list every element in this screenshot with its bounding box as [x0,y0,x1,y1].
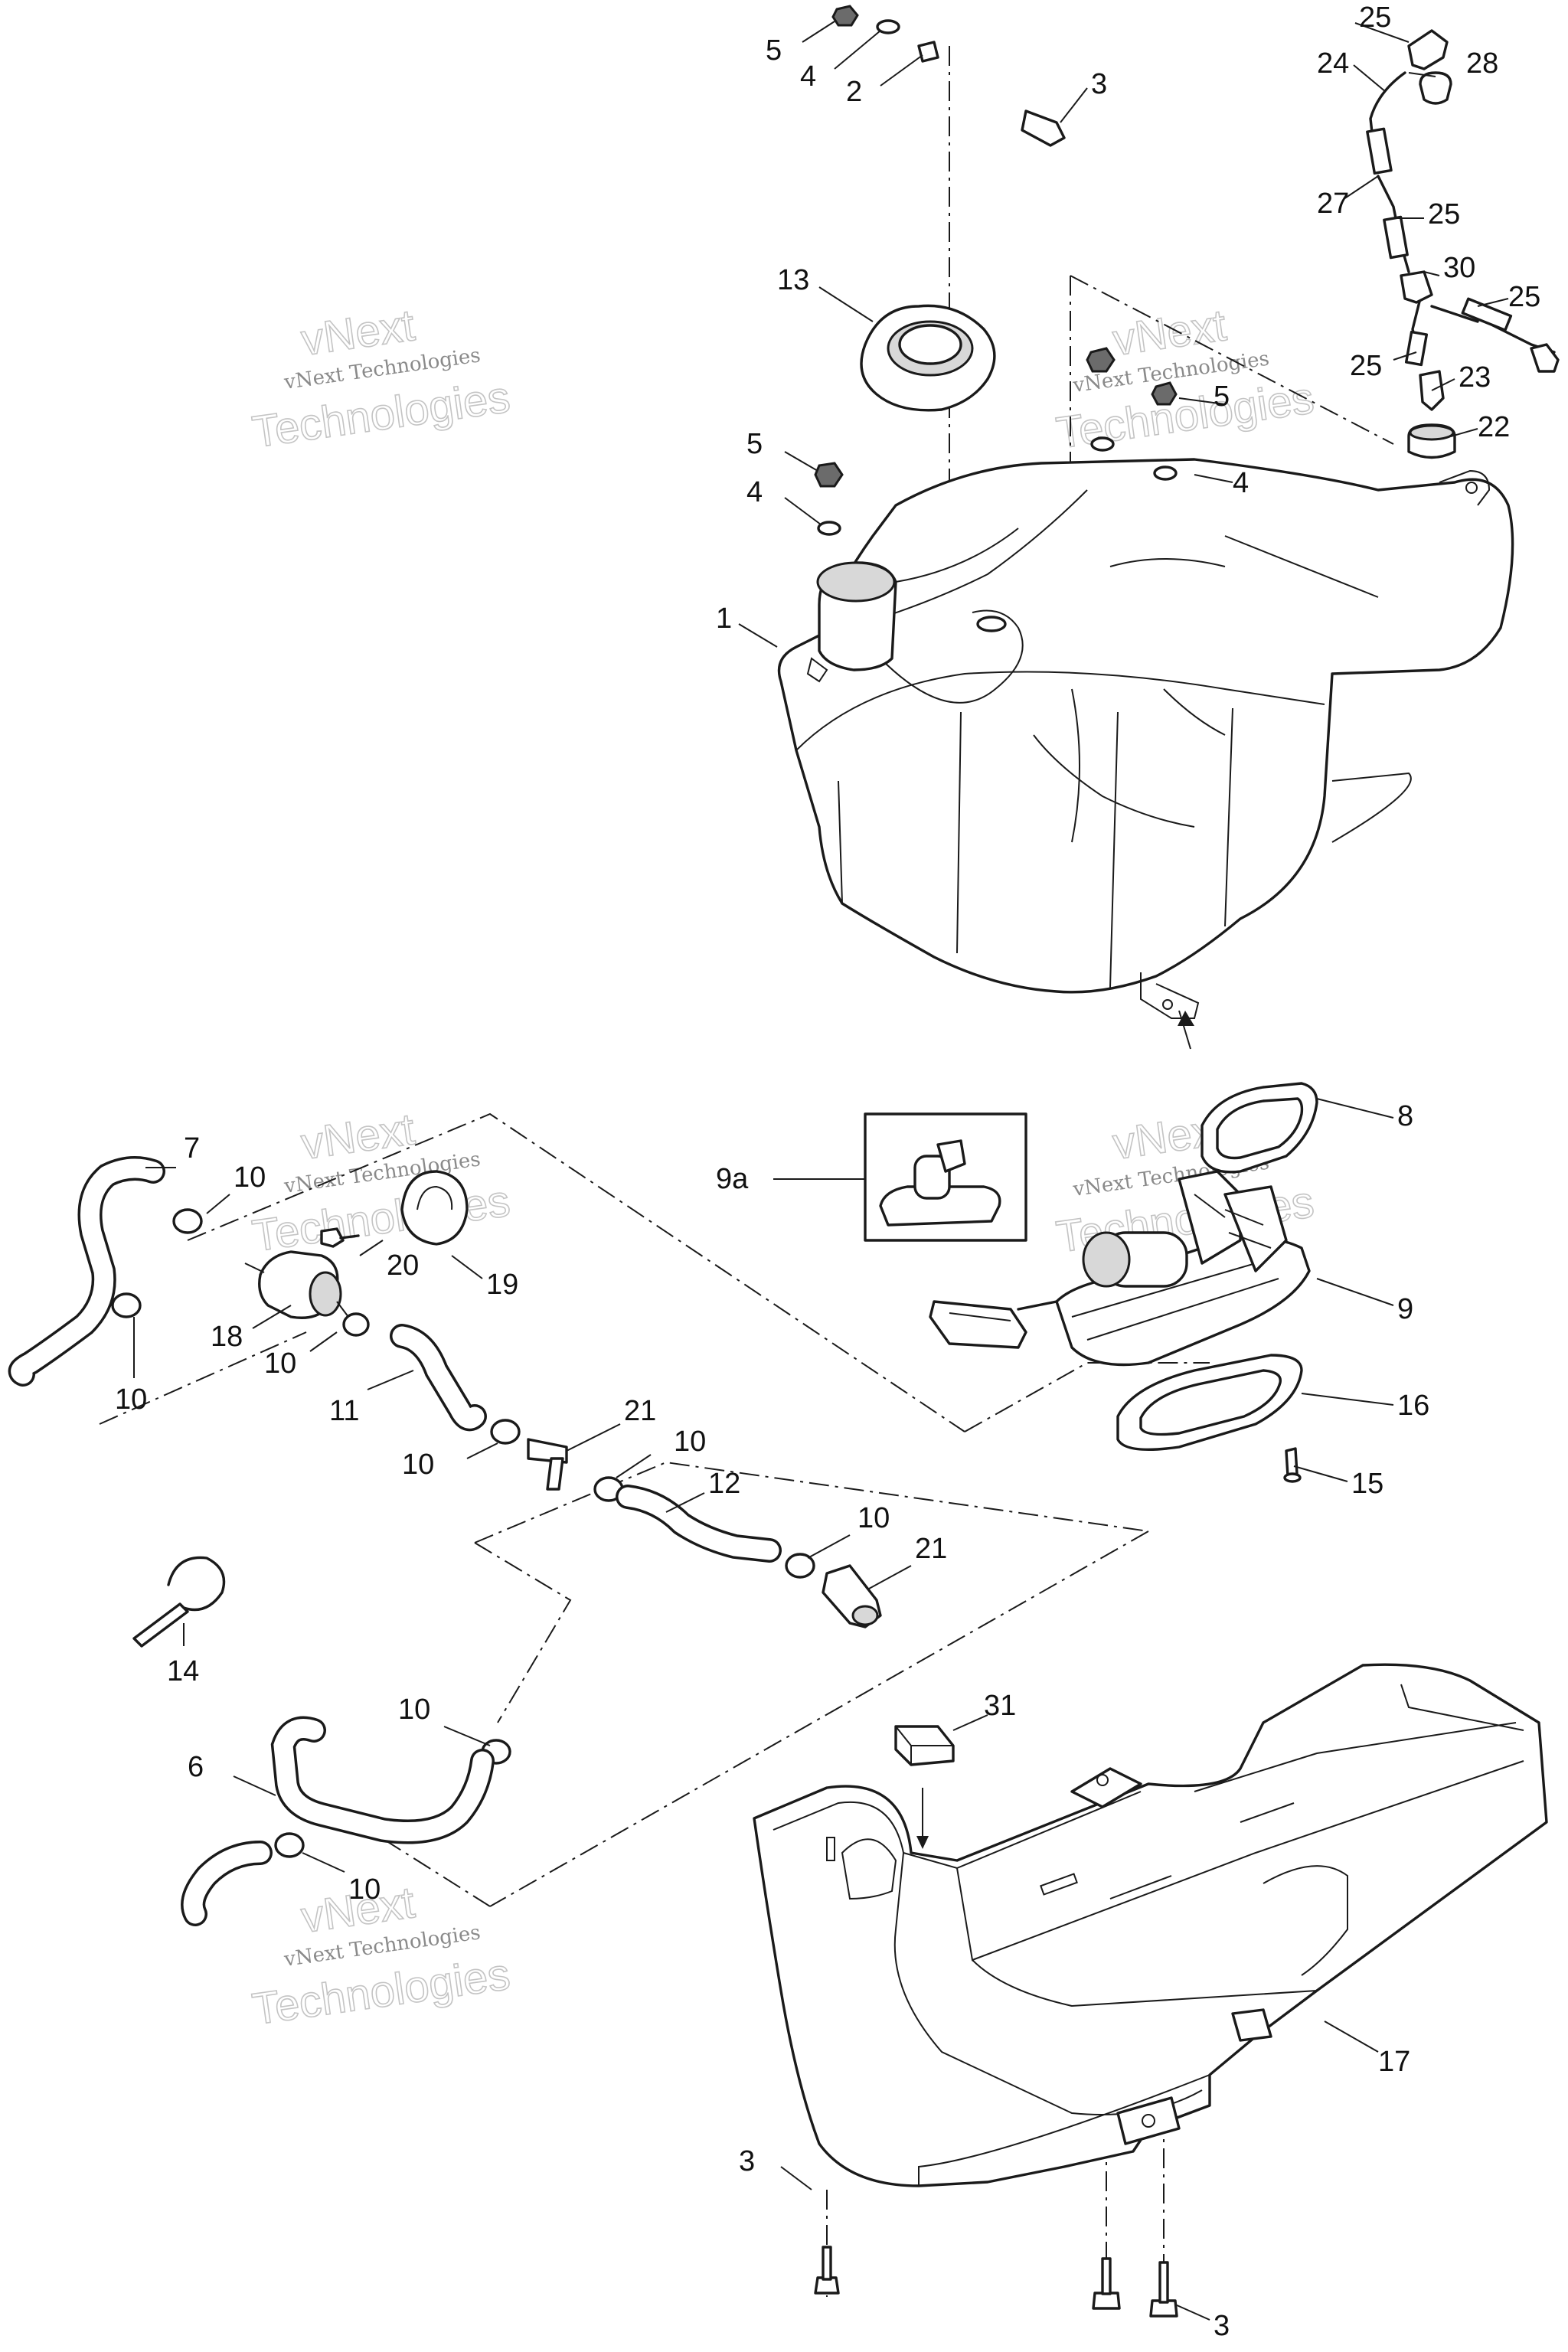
hose-12 [616,1485,782,1563]
callout-10: 10 [264,1348,296,1380]
callout-5: 5 [1214,381,1230,413]
callout-19: 19 [486,1269,518,1301]
leader-lines [133,21,1509,2321]
callout-12: 12 [708,1468,740,1500]
callout-4: 4 [1233,467,1249,499]
quick-connect-21 [822,1564,882,1628]
callout-8: 8 [1397,1100,1413,1132]
screw-20 [320,1227,360,1248]
callout-10: 10 [858,1502,890,1534]
callout-1: 1 [716,603,732,635]
inset-box-9a [864,1112,1027,1242]
callout-6: 6 [188,1751,204,1783]
callout-31: 31 [984,1690,1016,1722]
watermark-group-1: vNext vNext Technologies Technologies [249,299,514,458]
bottom-shield [753,1663,1548,2187]
watermark-group-2: vNext vNext Technologies Technologies [1053,299,1318,459]
fuel-pump [929,1170,1311,1367]
cable-tie-14 [132,1556,226,1648]
callout-25: 24 [1317,47,1349,80]
fuel-tank [777,458,1514,1019]
arrow-icon [916,1836,929,1849]
callout-10: 10 [115,1383,147,1416]
callout-30: 30 [1443,252,1475,284]
callout-15: 15 [1351,1468,1383,1500]
callout-13: 13 [777,264,809,296]
callout-9: 9 [1397,1293,1413,1325]
callout-17: 17 [1378,2046,1410,2078]
callout-9a: 9a [716,1163,749,1195]
callout-5: 5 [766,34,782,67]
callout-20: 20 [387,1250,419,1282]
assembly-guide-lines [99,46,1394,2305]
callout-25: 25 [1428,198,1460,230]
callout-10: 10 [674,1426,706,1458]
callout-27: 27 [1317,188,1349,220]
callout-10: 10 [398,1694,430,1726]
callout-18: 18 [211,1321,243,1353]
callout-11: 11 [329,1395,359,1427]
hose-6 [181,1716,495,1926]
callout-5: 5 [746,428,763,460]
callout-7: 7 [184,1132,200,1165]
screw-15 [1283,1447,1302,1483]
clamp-19 [400,1170,469,1246]
callout-labels: 5 4 2 3 25 24 28 27 25 30 25 25 23 22 13… [115,2,1540,2342]
callout-4: 4 [800,60,816,93]
fuel-filter-18 [244,1250,349,1319]
callout-10: 10 [348,1873,381,1906]
callout-25: 25 [1508,281,1540,313]
callout-14: 14 [167,1655,199,1687]
callout-28: 28 [1466,47,1498,80]
pump-gasket [1200,1082,1318,1174]
watermark-group-3: vNext vNext Technologies Technologies [249,1103,514,1262]
callout-16: 16 [1397,1390,1429,1422]
callout-25: 25 [1350,350,1382,382]
callout-2: 2 [846,76,862,108]
callout-23: 22 [1478,411,1510,443]
callout-24: 23 [1459,361,1491,394]
callout-26: 25 [1359,2,1391,34]
callout-21: 21 [915,1533,947,1565]
callout-4: 4 [746,476,763,508]
callout-10: 10 [402,1449,434,1481]
clamps-10 [111,1208,815,1858]
fuel-cap [860,304,996,412]
callout-22: 21 [624,1395,656,1427]
callout-3: 3 [1214,2310,1230,2342]
callout-10: 10 [234,1161,266,1194]
callout-3: 3 [739,2145,755,2177]
hardware-top [814,5,1178,536]
callout-3: 3 [1091,68,1107,100]
foam-31 [894,1725,955,1766]
hose-11 [390,1324,487,1432]
vent-line-assembly [1366,29,1560,459]
bolts-3-bottom [814,2246,1178,2318]
tee-fitting-22 [527,1438,568,1491]
retainer-ring [1116,1354,1303,1451]
hose-7 [8,1156,165,1387]
